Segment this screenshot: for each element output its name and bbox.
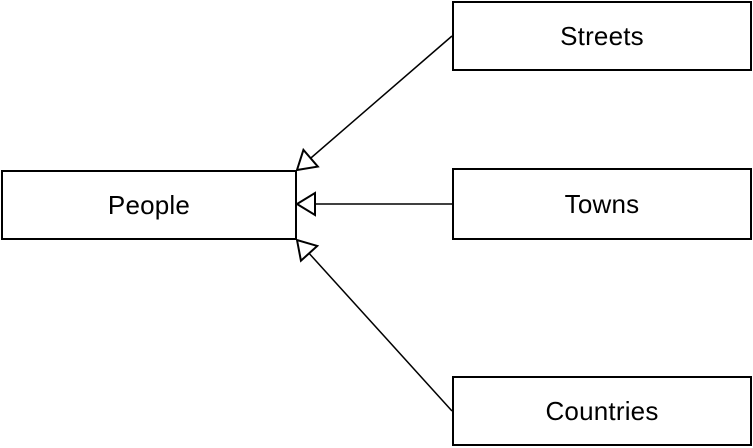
node-people-label: People	[107, 190, 191, 220]
edge-countries-to-people	[295, 238, 453, 412]
node-streets-label: Streets	[560, 21, 644, 51]
node-people[interactable]: People	[1, 170, 297, 240]
node-countries-label: Countries	[545, 396, 659, 426]
edge-streets-to-people	[295, 35, 453, 172]
node-streets[interactable]: Streets	[452, 1, 752, 71]
node-countries[interactable]: Countries	[452, 376, 752, 446]
node-towns-label: Towns	[564, 189, 640, 219]
node-towns[interactable]: Towns	[452, 168, 752, 240]
